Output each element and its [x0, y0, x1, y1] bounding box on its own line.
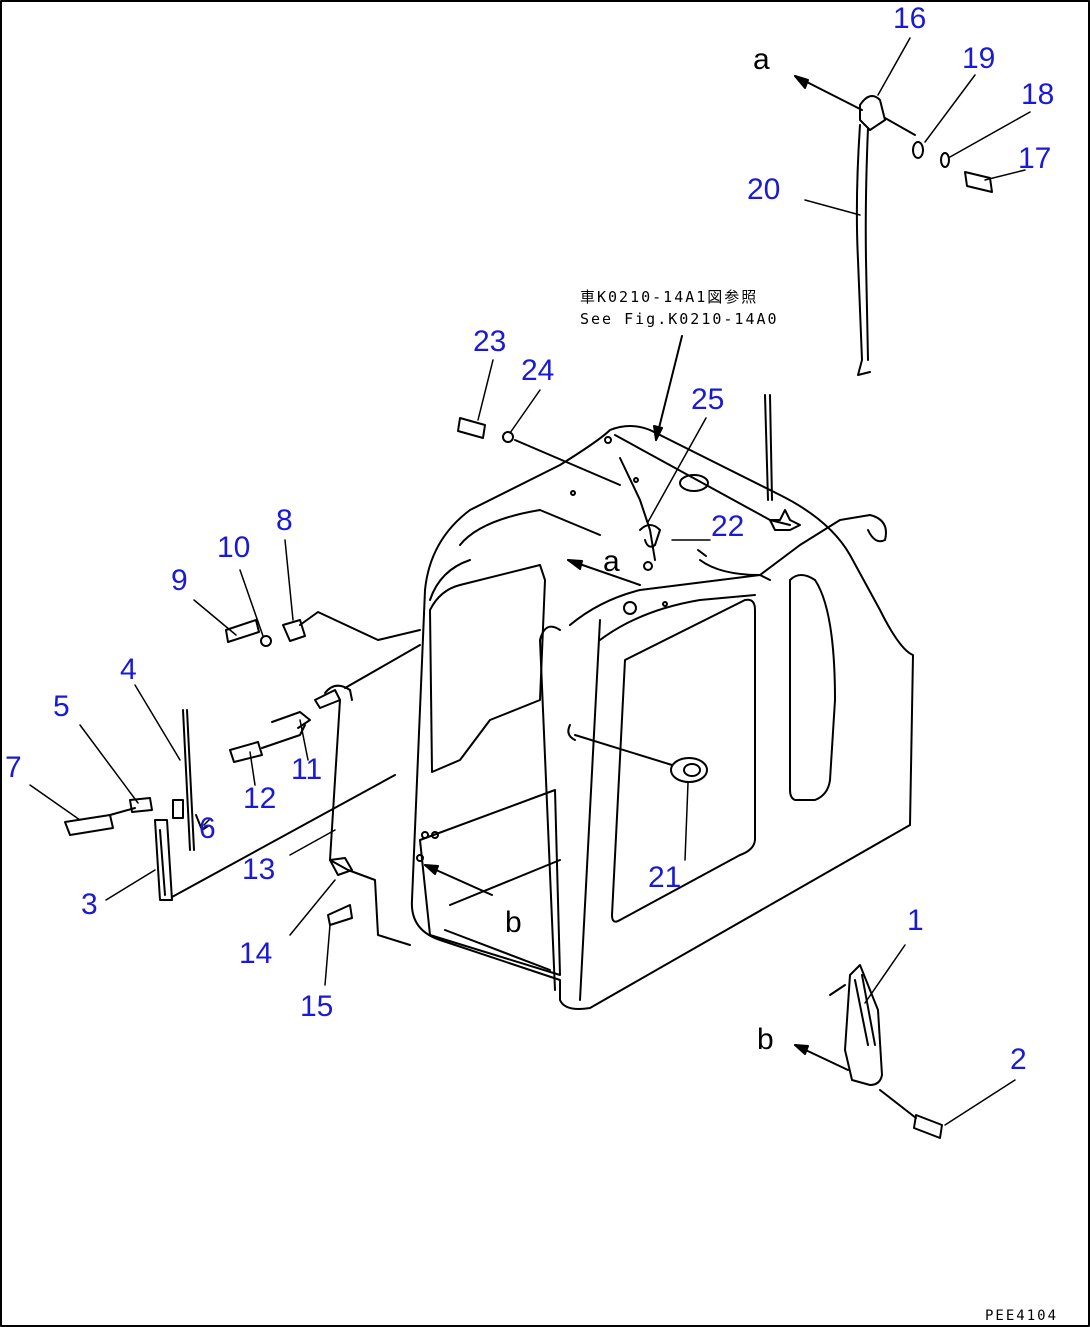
part-1-2 [829, 964, 943, 1139]
callout-23: 23 [473, 325, 507, 358]
roof-wiring [619, 394, 887, 576]
callout-2: 2 [1010, 1043, 1027, 1076]
part-21 [574, 734, 708, 783]
callout-10: 10 [217, 531, 251, 564]
part-23-24 [457, 417, 621, 486]
view-label-b-cab: b [505, 906, 522, 939]
callout-12: 12 [243, 782, 277, 815]
callout-14: 14 [239, 937, 273, 970]
arrow-a-top [794, 75, 863, 111]
arrow-a-cab [567, 559, 641, 586]
callout-3: 3 [81, 888, 98, 921]
callout-9: 9 [171, 564, 188, 597]
arrow-b-cab [424, 864, 493, 896]
leader-lines [29, 37, 1031, 1126]
arrow-b-bottom [794, 1044, 849, 1071]
callout-13: 13 [242, 853, 276, 886]
callout-16: 16 [893, 2, 927, 35]
reference-note-jp: 車K0210-14A1図参照 [580, 288, 759, 306]
callout-15: 15 [300, 990, 334, 1023]
callout-22: 22 [711, 510, 745, 543]
wiper-assembly [64, 709, 396, 901]
view-label-a-cab: a [603, 545, 620, 578]
callout-20: 20 [747, 173, 781, 206]
callout-19: 19 [962, 42, 996, 75]
view-label-b-bottom: b [757, 1023, 774, 1056]
callout-8: 8 [276, 504, 293, 537]
callout-4: 4 [120, 653, 137, 686]
callout-21: 21 [648, 861, 682, 894]
callout-5: 5 [53, 690, 70, 723]
left-fasteners [225, 611, 421, 946]
harness-top [855, 95, 993, 376]
callout-11: 11 [291, 753, 323, 786]
callout-17: 17 [1018, 142, 1052, 175]
callout-24: 24 [521, 354, 555, 387]
callout-1: 1 [907, 904, 924, 937]
callout-18: 18 [1021, 78, 1055, 111]
reference-note: 車K0210-14A1図参照 See Fig.K0210-14A0 [580, 286, 779, 330]
callout-6: 6 [199, 812, 216, 845]
view-label-a-top: a [753, 43, 770, 76]
reference-note-en: See Fig.K0210-14A0 [580, 310, 779, 328]
callout-25: 25 [691, 383, 725, 416]
note-leader [655, 335, 683, 441]
cab-body [410, 425, 914, 1010]
drawing-number: PEE4104 [985, 1308, 1059, 1324]
callout-7: 7 [5, 751, 22, 784]
